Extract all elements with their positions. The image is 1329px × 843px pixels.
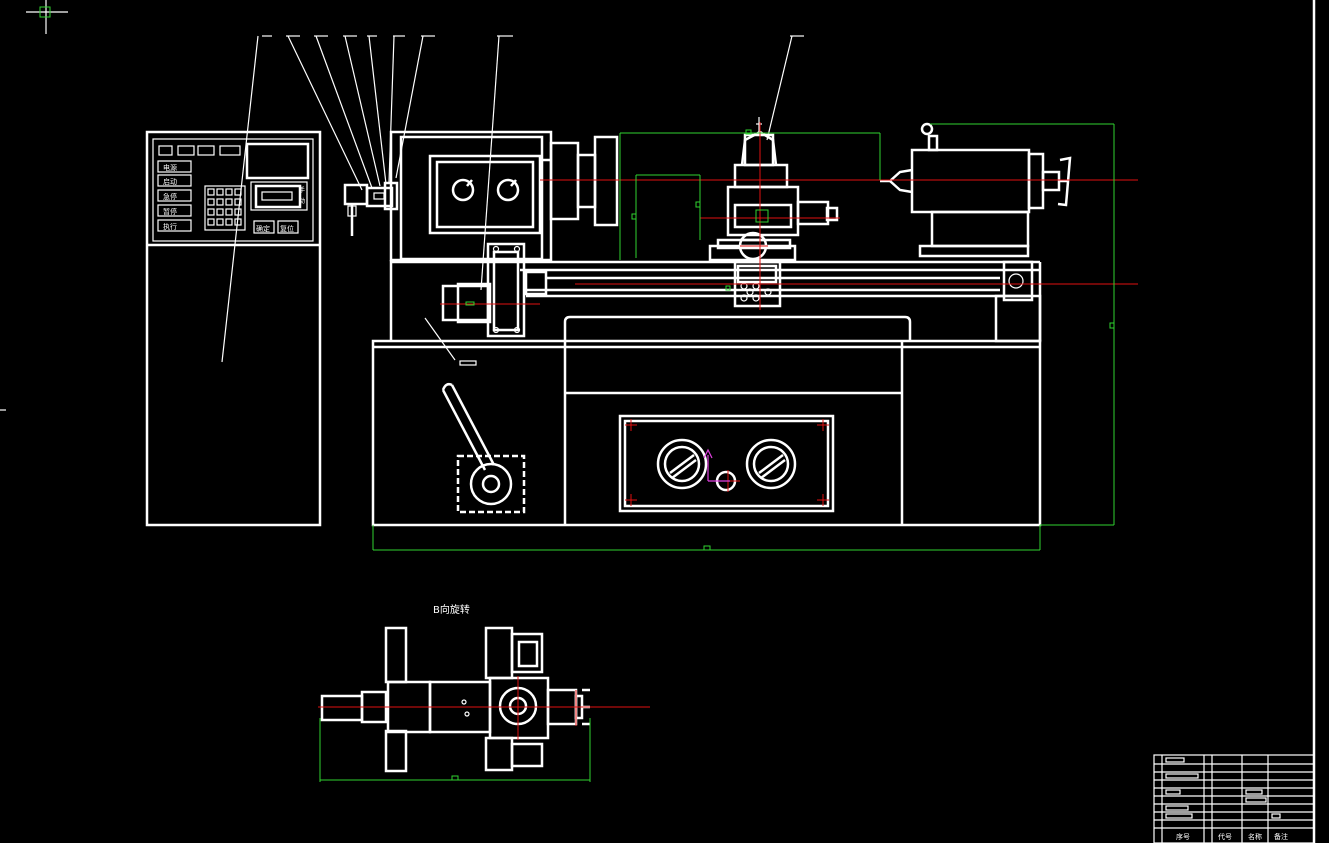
view-b-rotation-detail	[320, 626, 590, 773]
title-block-labels: 序号 代号 名称 备注	[1176, 832, 1288, 841]
dimension-lines	[372, 123, 1115, 551]
centerlines	[440, 122, 1138, 310]
svg-text:执行: 执行	[163, 222, 177, 231]
base-crosshair-marks	[625, 419, 829, 506]
svg-text:动: 动	[299, 198, 305, 205]
svg-text:序号: 序号	[1176, 832, 1190, 841]
view-b-dimension	[319, 718, 591, 782]
machine-base	[371, 317, 1042, 527]
svg-text:名称: 名称	[1248, 832, 1262, 841]
svg-text:急停: 急停	[163, 192, 177, 201]
handwheel-assembly	[343, 181, 399, 236]
svg-text:启动: 启动	[163, 177, 177, 186]
svg-text:备注: 备注	[1274, 832, 1288, 841]
headstock	[389, 130, 619, 262]
title-block	[1153, 754, 1315, 843]
bed-rail	[389, 242, 1042, 343]
control-cabinet	[145, 35, 322, 527]
svg-text:暂停: 暂停	[163, 207, 177, 216]
tailstock	[880, 122, 1072, 302]
svg-text:电源: 电源	[163, 163, 177, 172]
ucs-marker-icon	[703, 448, 730, 482]
svg-text:代号: 代号	[1218, 832, 1232, 841]
ucs-crosshair-icon	[26, 0, 68, 34]
view-b-title: B向旋转	[433, 603, 470, 616]
svg-text:手: 手	[299, 186, 305, 194]
panel-button-labels: 电源 启动 急停 暂停 执行 确定 复位 手 动	[163, 163, 305, 233]
svg-text:确定: 确定	[256, 224, 270, 233]
svg-text:复位: 复位	[280, 224, 294, 233]
view-b-centerlines	[318, 676, 650, 740]
